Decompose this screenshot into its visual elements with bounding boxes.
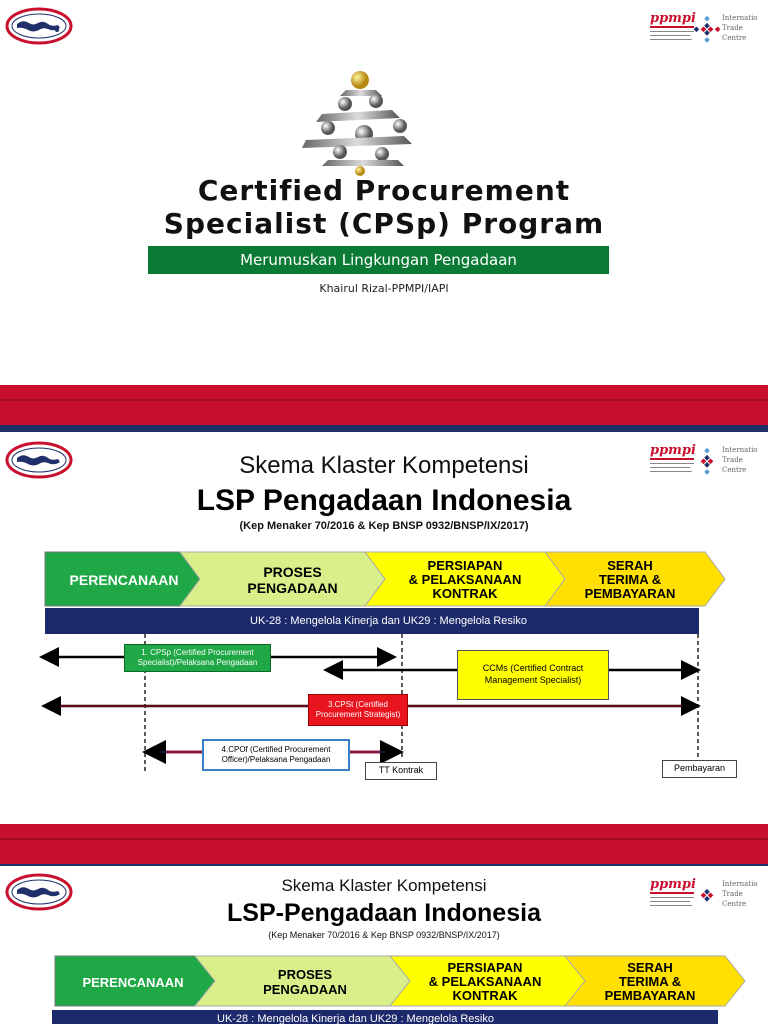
slide2-heading: Skema Klaster Kompetensi (239, 452, 529, 479)
slide-title: ppmpi International Trade Centre (0, 0, 768, 385)
svg-text:International: International (722, 446, 758, 454)
uk-bar: UK-28 : Mengelola Kinerja dan UK29 : Men… (52, 1010, 718, 1024)
slide-separator-band (0, 385, 768, 432)
slide3-heading: Skema Klaster Kompetensi (281, 876, 487, 895)
indonesia-map-logo-icon (5, 872, 73, 912)
slide3-reference: (Kep Menaker 70/2016 & Kep BNSP 0932/BNS… (268, 930, 500, 940)
subtitle-text: Merumuskan Lingkungan Pengadaan (240, 251, 517, 269)
phase-chevrons (54, 955, 746, 1007)
svg-text:ppmpi: ppmpi (650, 877, 696, 892)
subtitle-banner: Merumuskan Lingkungan Pengadaan (148, 246, 609, 274)
svg-text:International: International (722, 880, 758, 888)
title-line-1: Certified Procurement (197, 174, 571, 207)
svg-text:International: International (722, 14, 758, 22)
svg-text:Trade: Trade (722, 24, 743, 32)
svg-text:Centre: Centre (722, 34, 746, 42)
ppmpi-itc-logo-icon: ppmpi International Trade Centre (648, 440, 768, 484)
phase-chevrons (44, 551, 726, 607)
indonesia-map-logo-icon (5, 6, 73, 46)
slide2-title: LSP Pengadaan Indonesia (196, 484, 572, 517)
phase-perencanaan: PERENCANAAN (69, 572, 179, 588)
svg-text:Centre: Centre (722, 900, 746, 908)
ppmpi-itc-logo-icon: ppmpi International Trade Centre (648, 8, 768, 52)
svg-text:Trade: Trade (722, 456, 743, 464)
slide-kompetensi-2: ppmpi International Trade Centre Skema K… (0, 866, 768, 1024)
ppmpi-logo-text: ppmpi (650, 11, 696, 26)
slide3-title: LSP-Pengadaan Indonesia (227, 899, 541, 927)
indonesia-map-logo-icon (5, 440, 73, 480)
svg-text:ppmpi: ppmpi (650, 443, 696, 458)
ppmpi-itc-logo-icon: ppmpi International Trade Centre (648, 874, 768, 918)
phase-perencanaan: PERENCANAAN (82, 974, 184, 990)
svg-text:Trade: Trade (722, 890, 743, 898)
author: Khairul Rizal-PPMPI/IAPI (319, 282, 449, 295)
svg-text:Centre: Centre (722, 466, 746, 474)
balancing-spheres-icon (300, 68, 418, 176)
slide-separator-band (0, 824, 768, 871)
slide-kompetensi: ppmpi International Trade Centre Skema K… (0, 432, 768, 824)
slide2-reference: (Kep Menaker 70/2016 & Kep BNSP 0932/BNS… (239, 520, 529, 532)
title-line-2: Specialist (CPSp) Program (163, 207, 605, 240)
pembayaran-label: Pembayaran (662, 760, 737, 778)
tt-kontrak-label: TT Kontrak (365, 762, 437, 780)
uk-bar: UK-28 : Mengelola Kinerja dan UK29 : Men… (45, 608, 699, 634)
